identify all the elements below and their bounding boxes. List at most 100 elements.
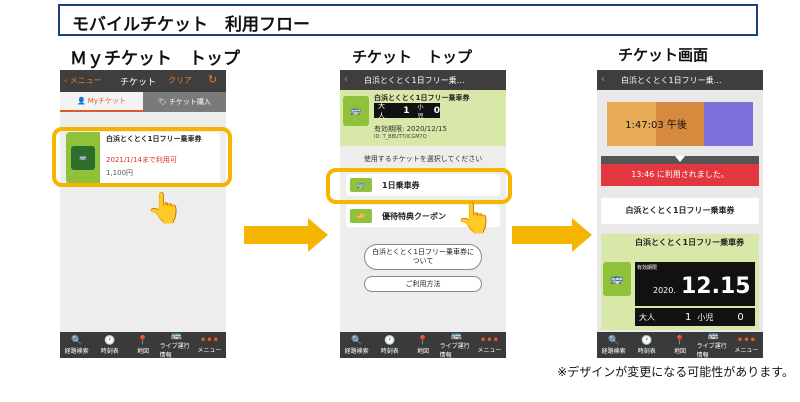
header-title-box: モバイルチケット 利用フロー [58, 4, 758, 36]
phone-ticket-screen: ‹ 白浜とくとく1日フリー乗… 1:47:03 午後 13:46 に利用されまし… [597, 70, 763, 358]
tabbar-item-timetable[interactable]: 🕐時刻表 [373, 332, 406, 358]
back-label: メニュー [69, 76, 102, 85]
adult-count: 1 [685, 311, 692, 323]
section-title-my-ticket-top: Ｍｙチケット トップ [70, 49, 240, 69]
more-icon: ••• [736, 335, 756, 346]
tabbar-item-menu[interactable]: •••メニュー [730, 332, 763, 358]
coupon-icon: 🎫 [350, 209, 372, 223]
nav-bar: ‹ 白浜とくとく1日フリー乗… [597, 70, 763, 90]
more-icon: ••• [479, 335, 499, 346]
about-ticket-button[interactable]: 白浜とくとく1日フリー乗車券について [364, 244, 482, 270]
nav-title: チケット [120, 78, 157, 88]
bottom-tabbar: 🔍経路検索 🕐時刻表 📍地図 🚌ライブ運行情報 •••メニュー [340, 331, 506, 358]
refresh-icon[interactable]: ↻ [208, 73, 218, 86]
tab-my-ticket[interactable]: 👤 Myチケット [60, 92, 143, 112]
passenger-count: 大人 1 小児 0 [635, 308, 755, 326]
tabbar-label: 時刻表 [637, 347, 656, 355]
expiry-year: 2020. [653, 286, 676, 295]
howto-button[interactable]: ご利用方法 [364, 276, 482, 292]
tabbar-item-live[interactable]: 🚌ライブ運行情報 [439, 331, 473, 358]
tabbar-label: ライブ運行情報 [696, 343, 727, 358]
bus-icon: 🚌 [350, 178, 372, 192]
option-one-day-label: 1日乗車券 [382, 181, 420, 190]
expiry-box: 有効期限 2020. 12.15 [635, 262, 755, 306]
option-coupon-label: 優待特典クーポン [382, 212, 446, 221]
page-title: モバイルチケット 利用フロー [72, 15, 310, 35]
valid-label: 有効期限 [637, 265, 658, 271]
tabbar-item-live[interactable]: 🚌 ライブ運行情報 [696, 331, 730, 358]
highlight-ticket-card [52, 127, 232, 187]
nav-title: 白浜とくとく1日フリー乗… [621, 76, 722, 85]
select-prompt: 使用するチケットを選択してください [363, 155, 483, 163]
person-icon: 👤 [77, 97, 86, 105]
clock-icon: 🕐 [104, 335, 116, 346]
tabbar-item-map[interactable]: 📍地図 [663, 332, 696, 358]
flow-arrow-1-head [308, 218, 328, 252]
adult-label: 大人 [639, 312, 655, 322]
animated-time-band [607, 102, 754, 146]
tabbar-label: 地図 [417, 347, 430, 355]
ticket-name: 白浜とくとく1日フリー乗車券 [374, 94, 470, 102]
clock-icon: 🕐 [641, 335, 653, 346]
tabbar-label: メニュー [477, 347, 502, 354]
tabbar-item-timetable[interactable]: 🕐時刻表 [93, 332, 126, 358]
tag-icon: 🏷 [158, 98, 167, 106]
tabbar-item-route[interactable]: 🔍経路検索 [340, 332, 373, 358]
tab-buy-ticket[interactable]: 🏷 チケット購入 [143, 92, 226, 112]
ticket-header: 🚌 白浜とくとく1日フリー乗車券 大人 1 小児 0 有効期限: 2020/12… [340, 90, 506, 146]
tabbar-label: 経路検索 [64, 347, 89, 355]
hand-pointer-icon: 👆 [456, 201, 494, 236]
tabbar-label: ライブ運行情報 [439, 343, 470, 358]
search-icon: 🔍 [70, 335, 83, 346]
clock-icon: 🕐 [384, 335, 396, 346]
ticket-detail: 🚌 白浜とくとく1日フリー乗車券 有効期限 2020. 12.15 大人 1 小… [601, 234, 759, 330]
current-time: 1:47:03 午後 [625, 120, 687, 131]
tabbar-item-route[interactable]: 🔍経路検索 [60, 332, 93, 358]
tabbar-label: メニュー [197, 347, 222, 354]
nav-bar: ‹ メニュー チケット クリア ↻ [60, 70, 226, 92]
back-button[interactable]: ‹ メニュー [64, 76, 102, 85]
passenger-count: 大人 1 小児 0 [374, 101, 440, 120]
adult-label: 大人 [378, 101, 385, 120]
expiry-date: 12.15 [681, 274, 751, 299]
back-button[interactable]: ‹ [601, 74, 605, 85]
ticket-card[interactable]: 🚌 白浜とくとく1日フリー乗車券 2021/1/14まで利用可 1,100円 [66, 132, 220, 184]
tabbar-item-map[interactable]: 📍地図 [406, 332, 439, 358]
search-icon: 🔍 [350, 335, 363, 346]
flow-arrow-2-head [572, 218, 592, 252]
hand-pointer-icon: 👆 [146, 191, 184, 226]
flow-arrow-2 [512, 226, 574, 244]
ticket-card-price: 1,100円 [106, 169, 134, 177]
tabbar-label: 時刻表 [100, 347, 119, 355]
back-button[interactable]: ‹ [344, 74, 348, 85]
highlight-one-day-option [326, 168, 512, 204]
tabbar-label: メニュー [734, 347, 759, 354]
time-band-seg2 [655, 102, 705, 146]
nav-title: 白浜とくとく1日フリー乗… [364, 76, 465, 85]
tabbar-item-menu[interactable]: •••メニュー [193, 332, 226, 358]
bus-icon: 🚌 [603, 262, 631, 296]
ticket-card-valid: 2021/1/14まで利用可 [106, 156, 177, 164]
nav-bar: ‹ 白浜とくとく1日フリー乗… [340, 70, 506, 90]
chevron-down-icon [675, 156, 685, 162]
option-coupon[interactable]: 🎫 優待特典クーポン [346, 205, 500, 227]
tabbar-label: 経路検索 [601, 347, 626, 355]
bus-icon: 🚌 [71, 146, 95, 170]
tabbar-item-route[interactable]: 🔍経路検索 [597, 332, 630, 358]
bus-icon: 🚌 [707, 331, 719, 341]
clear-button[interactable]: クリア [168, 76, 192, 85]
tabbar-item-live[interactable]: 🚌ライブ運行情報 [160, 331, 193, 358]
more-icon: ••• [199, 335, 219, 346]
segment-tabs: 👤 Myチケット 🏷 チケット購入 [60, 92, 226, 112]
time-band-seg1 [607, 102, 656, 146]
tabbar-item-menu[interactable]: •••メニュー [473, 332, 506, 358]
tabbar-item-timetable[interactable]: 🕐時刻表 [630, 332, 663, 358]
tabbar-label: 地図 [674, 347, 687, 355]
tabbar-label: 経路検索 [344, 347, 369, 355]
tabbar-item-map[interactable]: 📍地図 [126, 332, 159, 358]
tabbar-label: 地図 [137, 347, 150, 355]
pin-icon: 📍 [674, 335, 686, 346]
child-label: 小児 [417, 103, 424, 120]
option-one-day-ticket[interactable]: 🚌 1日乗車券 [346, 174, 500, 196]
tab-buy-ticket-label: チケット購入 [168, 98, 211, 106]
